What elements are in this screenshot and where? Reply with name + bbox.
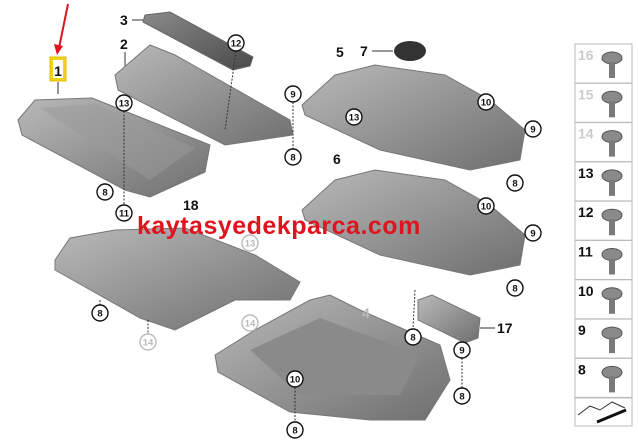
- part-label-6[interactable]: 6: [333, 151, 341, 167]
- part-label-4[interactable]: 4: [362, 305, 370, 321]
- legend-number: 12: [578, 204, 594, 220]
- callout-9[interactable]: 9: [453, 341, 471, 359]
- callout-9[interactable]: 9: [284, 85, 302, 103]
- part-18-shield[interactable]: [54, 227, 301, 331]
- legend-item-12[interactable]: 12: [574, 200, 633, 241]
- svg-text:13: 13: [349, 113, 360, 124]
- callout-8[interactable]: 8: [284, 148, 302, 166]
- callout-13[interactable]: 13: [115, 94, 133, 112]
- part-2-shield[interactable]: [114, 44, 294, 146]
- legend-item-16[interactable]: 16: [574, 43, 633, 84]
- red-arrow-icon: [54, 3, 69, 55]
- svg-text:8: 8: [102, 188, 107, 199]
- callout-10[interactable]: 10: [477, 197, 495, 215]
- svg-text:10: 10: [481, 202, 492, 213]
- watermark: kaytasyedekparca.com: [137, 212, 421, 240]
- callout-13[interactable]: 13: [345, 108, 363, 126]
- svg-text:8: 8: [512, 284, 517, 295]
- svg-text:12: 12: [231, 39, 242, 50]
- callout-13[interactable]: 13: [241, 234, 259, 252]
- svg-text:10: 10: [481, 98, 492, 109]
- callout-10[interactable]: 10: [286, 370, 304, 388]
- legend-item-13[interactable]: 13: [574, 161, 633, 202]
- svg-text:9: 9: [530, 125, 535, 136]
- part-3-strip[interactable]: [142, 11, 254, 71]
- callout-8[interactable]: 8: [96, 183, 114, 201]
- callout-8[interactable]: 8: [453, 387, 471, 405]
- callout-8[interactable]: 8: [404, 328, 422, 346]
- svg-text:13: 13: [119, 99, 130, 110]
- svg-text:14: 14: [245, 319, 256, 330]
- legend-item-10[interactable]: 10: [574, 279, 633, 320]
- callout-14[interactable]: 14: [241, 314, 259, 332]
- part-label-18[interactable]: 18: [183, 197, 199, 213]
- svg-text:9: 9: [530, 229, 535, 240]
- svg-text:8: 8: [97, 309, 102, 320]
- svg-text:8: 8: [459, 392, 464, 403]
- legend-item-11[interactable]: 11: [574, 240, 633, 280]
- callout-9[interactable]: 9: [524, 224, 542, 242]
- svg-text:13: 13: [245, 239, 256, 250]
- svg-text:14: 14: [143, 338, 154, 349]
- legend-number: 9: [578, 322, 586, 338]
- legend-number: 10: [578, 283, 594, 299]
- callout-8[interactable]: 8: [91, 304, 109, 322]
- callout-12[interactable]: 12: [227, 34, 245, 52]
- part-label-1[interactable]: 1: [54, 63, 62, 79]
- part-label-3[interactable]: 3: [120, 12, 128, 28]
- callout-8[interactable]: 8: [506, 174, 524, 192]
- legend-item-9[interactable]: 9: [574, 318, 633, 359]
- legend-number: 16: [578, 47, 594, 63]
- svg-text:8: 8: [290, 153, 295, 164]
- fastener-legend: 16 15 14 13 12 11 10 9 8: [574, 43, 633, 398]
- part-label-17[interactable]: 17: [497, 320, 513, 336]
- callout-8[interactable]: 8: [506, 279, 524, 297]
- part-label-2[interactable]: 2: [120, 36, 128, 52]
- part-17-panel[interactable]: [417, 294, 481, 344]
- svg-text:10: 10: [290, 375, 301, 386]
- svg-text:8: 8: [512, 179, 517, 190]
- legend-number: 11: [578, 244, 593, 260]
- svg-text:8: 8: [292, 426, 297, 437]
- callout-8[interactable]: 8: [286, 421, 304, 439]
- callout-10[interactable]: 10: [477, 93, 495, 111]
- svg-text:8: 8: [410, 333, 415, 344]
- legend-item-15[interactable]: 15: [574, 82, 633, 123]
- legend-item-8[interactable]: 8: [574, 357, 633, 398]
- legend-item-14[interactable]: 14: [574, 122, 633, 163]
- callout-11[interactable]: 11: [115, 204, 133, 222]
- callout-14[interactable]: 14: [139, 333, 157, 351]
- svg-text:11: 11: [119, 209, 130, 220]
- legend-number: 8: [578, 361, 586, 377]
- part-7-disc[interactable]: [394, 41, 426, 61]
- part-label-7[interactable]: 7: [360, 43, 368, 59]
- svg-text:9: 9: [459, 346, 464, 357]
- callout-9[interactable]: 9: [524, 120, 542, 138]
- svg-text:9: 9: [290, 90, 295, 101]
- legend-number: 13: [578, 165, 594, 181]
- legend-number: 14: [578, 126, 594, 142]
- legend-number: 15: [578, 86, 594, 102]
- part-label-5[interactable]: 5: [336, 44, 344, 60]
- legend-last-box: [574, 397, 633, 427]
